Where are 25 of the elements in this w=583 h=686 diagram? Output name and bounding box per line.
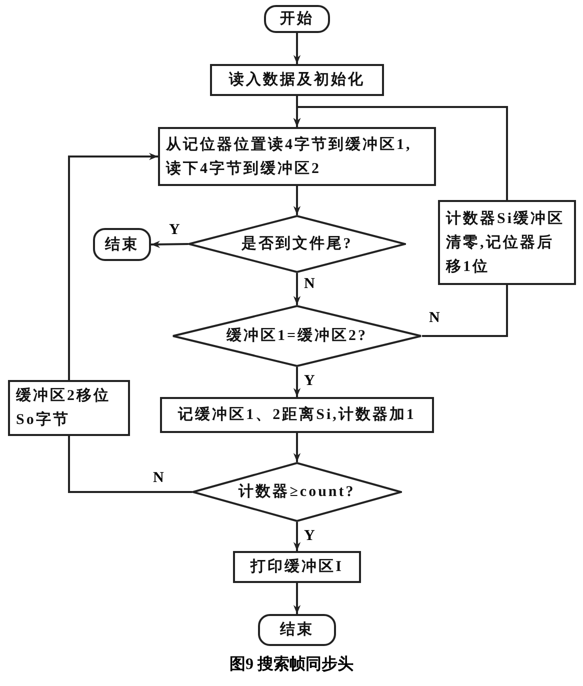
arrow — [293, 433, 301, 462]
process-box: 计数器Si缓冲区清零,记位器后移1位 — [438, 200, 576, 285]
process-box: 打印缓冲区I — [233, 551, 361, 583]
connector-line — [68, 436, 192, 493]
arrow — [150, 240, 188, 248]
decision-text: 计数器≥count? — [238, 482, 356, 502]
connector-line — [422, 285, 508, 337]
process-box: 缓冲区2移位So字节 — [8, 380, 130, 436]
arrow — [68, 152, 158, 380]
arrow — [293, 522, 301, 551]
decision-text: 是否到文件尾? — [241, 234, 353, 254]
decision-text: 缓冲区1=缓冲区2? — [226, 326, 368, 346]
arrow — [293, 273, 301, 305]
process-box: 读入数据及初始化 — [210, 64, 384, 96]
arrow — [293, 186, 301, 215]
terminal-box: 开始 — [264, 5, 330, 33]
arrow — [293, 33, 301, 64]
arrow — [293, 106, 508, 200]
terminal-box: 结束 — [93, 228, 151, 261]
terminal-box: 结束 — [258, 614, 336, 646]
process-box: 从记位器位置读4字节到缓冲区1,读下4字节到缓冲区2 — [158, 127, 436, 186]
arrow — [293, 367, 301, 397]
process-box: 记缓冲区1、2距离Si,计数器加1 — [160, 397, 434, 433]
arrow — [293, 583, 301, 614]
figure-caption: 图9 搜索帧同步头 — [230, 656, 354, 673]
